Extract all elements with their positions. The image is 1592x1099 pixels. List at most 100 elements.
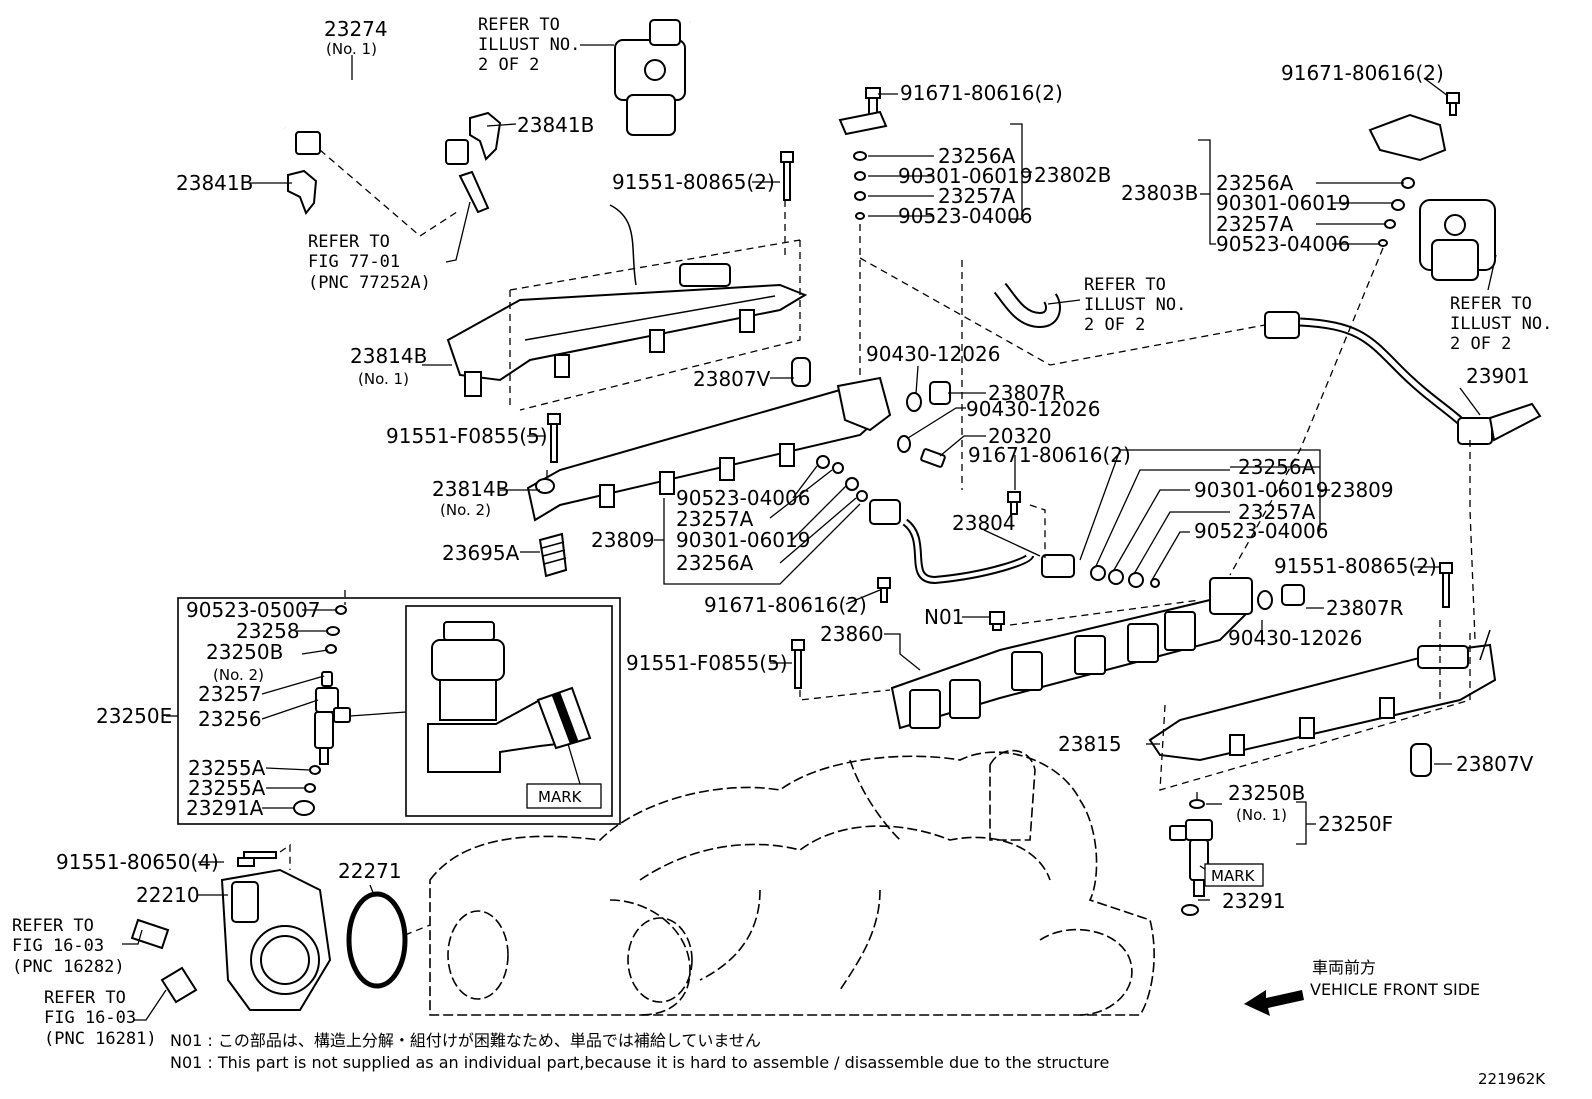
label-23814B-no2: 23814B bbox=[432, 477, 509, 501]
label-22271: 22271 bbox=[338, 859, 402, 883]
clamp-23841B-top bbox=[469, 111, 502, 161]
label-23841B-left: 23841B bbox=[176, 171, 253, 195]
label-90523-05007: 90523-05007 bbox=[186, 598, 320, 622]
note-n01-jp: N01 : この部品は、構造上分解・組付けが困難なため、単品では補給していません bbox=[170, 1031, 761, 1050]
fuel-pump-top bbox=[614, 16, 860, 136]
refer-fig16a-line1: REFER TO bbox=[12, 916, 94, 936]
label-23257A-b: 23257A bbox=[1216, 212, 1294, 236]
label-23250F: 23250F bbox=[1318, 812, 1393, 836]
refer-fig77-line2: FIG 77-01 bbox=[308, 252, 400, 272]
label-90523-c: 90523-04006 bbox=[676, 486, 810, 510]
fuel-rail-23814B-no1 bbox=[446, 204, 808, 411]
refer-illust-right-line3: 2 OF 2 bbox=[1450, 334, 1511, 354]
mark-label-1: MARK bbox=[538, 788, 583, 806]
label-23695A: 23695A bbox=[442, 541, 520, 565]
label-23807R-b: 23807R bbox=[1326, 596, 1404, 620]
fuel-rail-23815 bbox=[1148, 629, 1497, 791]
label-23814B-no1: 23814B bbox=[350, 344, 427, 368]
label-22210: 22210 bbox=[136, 883, 200, 907]
label-23274: 23274 bbox=[324, 17, 388, 41]
label-23256A-a: 23256A bbox=[938, 144, 1016, 168]
seal-stack-23809-right bbox=[1090, 565, 1160, 588]
label-90430-b: 90430-12026 bbox=[966, 397, 1100, 421]
label-23250E: 23250E bbox=[96, 704, 172, 728]
label-91551-F0855-b: 91551-F0855(5) bbox=[626, 651, 788, 675]
vehicle-front-label-jp: 車両前方 bbox=[1312, 958, 1376, 977]
fuel-pipe-23804 bbox=[869, 499, 1075, 585]
fuel-pump-right bbox=[1368, 113, 1496, 281]
fuel-rail-23814B-no2 bbox=[526, 376, 892, 522]
note-n01-en: N01 : This part is not supplied as an in… bbox=[170, 1053, 1109, 1072]
label-90523-b: 90523-04006 bbox=[1216, 232, 1350, 256]
label-23860: 23860 bbox=[820, 622, 884, 646]
label-23257A-c: 23257A bbox=[676, 507, 754, 531]
label-23257A-a: 23257A bbox=[938, 184, 1016, 208]
refer-fig16a-line3: (PNC 16282) bbox=[12, 957, 125, 977]
refer-illust-top-line3: 2 OF 2 bbox=[478, 55, 539, 75]
label-23802B: 23802B bbox=[1034, 163, 1111, 187]
label-90430-a: 90430-12026 bbox=[866, 342, 1000, 366]
label-23258: 23258 bbox=[236, 619, 300, 643]
label-90301-c: 90301-06019 bbox=[676, 528, 810, 552]
clip-23695A bbox=[538, 532, 568, 578]
refer-illust-mid-line2: ILLUST NO. bbox=[1084, 295, 1186, 315]
fuel-pipe-23901 bbox=[1264, 311, 1542, 445]
gasket-90430-b bbox=[897, 435, 911, 453]
clamp-23841B-left bbox=[287, 169, 318, 215]
label-23257A-d: 23257A bbox=[1238, 500, 1316, 524]
label-91551-80650: 91551-80650(4) bbox=[56, 850, 219, 874]
label-90301-d: 90301-06019 bbox=[1194, 478, 1328, 502]
gasket-22271 bbox=[346, 891, 408, 989]
bolt-91671-right-top bbox=[1446, 92, 1460, 116]
refer-illust-right-line2: ILLUST NO. bbox=[1450, 314, 1552, 334]
label-23256: 23256 bbox=[198, 707, 262, 731]
refer-fig16b-line1: REFER TO bbox=[44, 988, 126, 1008]
refer-fig77-line1: REFER TO bbox=[308, 232, 390, 252]
seal-stack-23802B bbox=[853, 151, 867, 220]
plug-23807R-a bbox=[906, 381, 951, 412]
bolt-N01 bbox=[989, 611, 1005, 631]
intake-manifold bbox=[429, 749, 1155, 1016]
label-23256A-b: 23256A bbox=[1216, 171, 1294, 195]
bolt-91551-F0855-a bbox=[547, 413, 561, 463]
label-23255A-1: 23255A bbox=[188, 756, 266, 780]
bolt-91551-80865-top bbox=[780, 151, 794, 201]
label-23901: 23901 bbox=[1466, 364, 1530, 388]
label-N01: N01 bbox=[924, 605, 964, 629]
bolt-91671-mid bbox=[1007, 491, 1021, 515]
label-23291A: 23291A bbox=[186, 796, 264, 820]
label-91551-80865-right: 91551-80865(2) bbox=[1274, 554, 1437, 578]
refer-fig16a-line2: FIG 16-03 bbox=[12, 936, 104, 956]
label-90523-d: 90523-04006 bbox=[1194, 519, 1328, 543]
sleeve-23807V-a bbox=[791, 357, 811, 387]
label-23807V-b: 23807V bbox=[1456, 752, 1534, 776]
label-91551-F0855-a: 91551-F0855(5) bbox=[386, 424, 548, 448]
label-23803B: 23803B bbox=[1121, 181, 1198, 205]
assembly-dash-lines bbox=[279, 149, 1476, 936]
bolt-91551-80865-right bbox=[1439, 562, 1453, 608]
label-23809-right: 23809 bbox=[1330, 478, 1394, 502]
label-91671-mid: 91671-80616(2) bbox=[968, 443, 1131, 467]
label-23256A-c: 23256A bbox=[676, 551, 754, 575]
hose-end-77252A bbox=[458, 170, 490, 214]
flange-23802B bbox=[838, 110, 888, 136]
refer-illust-right-line1: REFER TO bbox=[1450, 294, 1532, 314]
label-23807V-a: 23807V bbox=[693, 367, 771, 391]
label-23250B-no1-sub: (No. 1) bbox=[1236, 806, 1287, 824]
refer-fig16b-line3: (PNC 16281) bbox=[44, 1029, 157, 1049]
injector-group-23250E bbox=[177, 597, 621, 825]
vehicle-front-arrow bbox=[1244, 990, 1304, 1016]
refer-illust-top-line2: ILLUST NO. bbox=[478, 35, 580, 55]
label-23807R-a: 23807R bbox=[988, 381, 1066, 405]
label-90430-c: 90430-12026 bbox=[1228, 626, 1362, 650]
label-91671-top: 91671-80616(2) bbox=[900, 81, 1063, 105]
label-23841B-top: 23841B bbox=[517, 113, 594, 137]
refer-illust-top-line1: REFER TO bbox=[478, 15, 560, 35]
refer-illust-mid-line1: REFER TO bbox=[1084, 275, 1166, 295]
label-23291: 23291 bbox=[1222, 889, 1286, 913]
label-90301-b: 90301-06019 bbox=[1216, 191, 1350, 215]
plug-23807R-b bbox=[1257, 584, 1305, 610]
label-91551-80865-top: 91551-80865(2) bbox=[612, 170, 775, 194]
mark-label-2: MARK bbox=[1211, 867, 1256, 885]
